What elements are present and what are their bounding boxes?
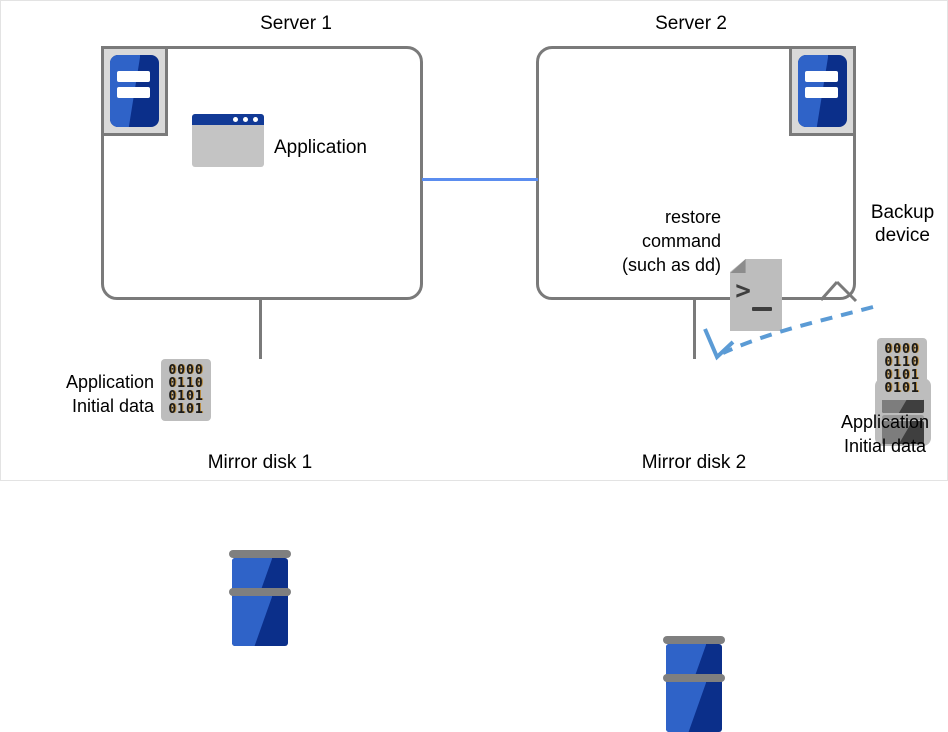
diagram-canvas: Server 1 Server 2 Application restore co… bbox=[0, 0, 948, 481]
prompt-caret-icon: > bbox=[735, 275, 751, 306]
server1-title: Server 1 bbox=[260, 13, 332, 34]
server-bar-bottom bbox=[116, 87, 151, 99]
server-bar-top bbox=[116, 70, 151, 82]
app-initial-data-left-line2: Initial data bbox=[71, 396, 154, 416]
binary-row: 0110 bbox=[884, 355, 920, 370]
app-initial-data-right-line2: Initial data bbox=[843, 436, 927, 456]
binary-row: 0101 bbox=[168, 402, 204, 417]
disk-cap-bottom bbox=[229, 588, 291, 596]
backup-disk-cap-bottom bbox=[881, 415, 925, 420]
prompt-underscore-icon bbox=[751, 306, 772, 311]
disk-plate-bottom bbox=[232, 596, 288, 646]
server-card-graphic bbox=[110, 55, 159, 127]
window-dot-2 bbox=[243, 117, 248, 122]
backup-device-label-line2: device bbox=[875, 225, 930, 246]
disk-cap-top bbox=[229, 550, 291, 558]
backup-disk-plate-bottom bbox=[881, 421, 925, 444]
server-card-graphic bbox=[798, 55, 847, 127]
server-bar-bottom bbox=[804, 87, 839, 99]
binary-row: 0101 bbox=[884, 381, 920, 396]
server2-title: Server 2 bbox=[655, 13, 727, 34]
binary-row: 0101 bbox=[884, 368, 920, 383]
server1-icon bbox=[101, 46, 168, 136]
binary-data-icon-left: 0000 0110 0101 0101 bbox=[161, 359, 211, 421]
binary-row: 0000 bbox=[168, 363, 204, 378]
terminal-script-icon: > bbox=[730, 259, 782, 331]
binary-row: 0101 bbox=[168, 389, 204, 404]
binary-row: 0110 bbox=[168, 376, 204, 391]
disk-plate-bottom bbox=[666, 682, 722, 732]
mirror-disk-2-label: Mirror disk 2 bbox=[641, 452, 747, 473]
application-window-icon bbox=[192, 114, 264, 167]
restore-command-line-2: command bbox=[641, 231, 721, 251]
binary-data-icon-right: 0000 0110 0101 0101 bbox=[877, 338, 927, 400]
binary-row: 0000 bbox=[884, 342, 920, 357]
server2-icon bbox=[789, 46, 856, 136]
mirror-disk-1-label: Mirror disk 1 bbox=[207, 452, 313, 473]
application-label: Application bbox=[274, 137, 367, 158]
backup-device-label-line1: Backup bbox=[870, 202, 935, 223]
mirror-disk-2-icon bbox=[663, 636, 725, 732]
app-initial-data-right-line1: Application bbox=[840, 412, 930, 432]
mirror-disk-1-icon bbox=[229, 550, 291, 646]
disk-cap-top bbox=[663, 636, 725, 644]
server-bar-top bbox=[804, 70, 839, 82]
server1-disk-connector bbox=[259, 299, 262, 359]
server-interconnect-line bbox=[422, 178, 538, 181]
window-dot-1 bbox=[233, 117, 238, 122]
restore-command-line-1: restore bbox=[664, 207, 721, 227]
window-dot-3 bbox=[253, 117, 258, 122]
disk-cap-bottom bbox=[663, 674, 725, 682]
server2-disk-connector bbox=[693, 299, 696, 359]
restore-data-arrowhead bbox=[703, 328, 735, 361]
window-titlebar bbox=[192, 114, 264, 125]
app-initial-data-left-line1: Application bbox=[65, 372, 154, 392]
restore-command-line-3: (such as dd) bbox=[621, 255, 721, 275]
